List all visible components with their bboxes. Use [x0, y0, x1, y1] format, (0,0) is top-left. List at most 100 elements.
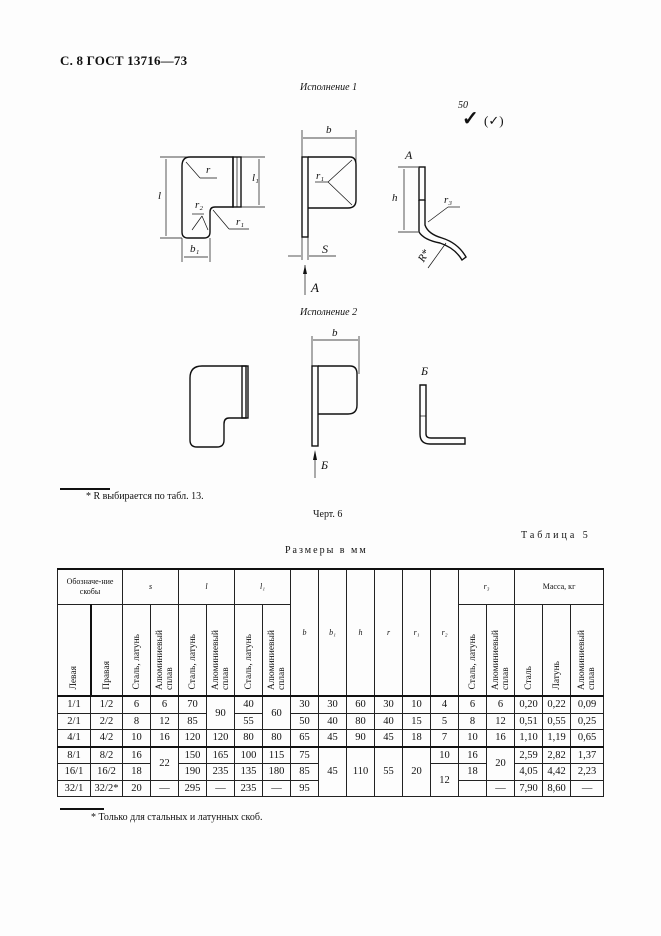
cell-h: 110 — [346, 745, 376, 797]
table-footnote-rule — [60, 808, 104, 810]
cell-s-al: — — [150, 779, 180, 797]
view-a-label: А — [311, 280, 319, 295]
th-r3-al: Алюминиевый сплав — [490, 629, 511, 690]
technical-drawing — [160, 130, 467, 478]
table-row: 4/1 4/2 10 16 120 120 80 80 65 45 90 45 … — [57, 729, 605, 747]
cell-mass-al: 0,25 — [570, 712, 605, 730]
th-mass: Масса, кг — [514, 568, 605, 605]
th-mass-steel: Сталь — [523, 666, 534, 690]
th-l: l — [178, 568, 236, 605]
cell-l-steel: 85 — [178, 712, 208, 730]
dim-r2: r₂ — [195, 199, 204, 211]
dim-b1: b₁ — [190, 243, 200, 255]
cell-mass-brass: 0,55 — [542, 712, 572, 730]
cell-b: 75 — [290, 745, 320, 764]
roughness-paren: (✓) — [484, 113, 504, 128]
cell-r2: 10 — [430, 745, 460, 764]
cell-mass-al: 0,09 — [570, 695, 605, 714]
cell-left: 1/1 — [57, 695, 91, 714]
cell-left: 8/1 — [57, 745, 91, 764]
cell-l-al: 235 — [206, 763, 236, 781]
th-r3-steel: Сталь, латунь — [467, 634, 478, 690]
th-r3: r₃ — [458, 568, 516, 605]
th-right: Правая — [101, 661, 112, 690]
cell-mass-al: 0,65 — [570, 729, 605, 747]
dim-r1-mid: r₁ — [316, 170, 325, 182]
footnote-rule — [60, 488, 110, 490]
cell-left: 4/1 — [57, 729, 91, 747]
figure-caption: Черт. 6 — [313, 509, 343, 520]
cell-s-al: 6 — [150, 695, 180, 714]
cell-l1-steel: 55 — [234, 712, 264, 730]
th-b1: b₁ — [318, 568, 348, 697]
cell-s-steel: 20 — [122, 779, 152, 797]
cell-s-steel: 18 — [122, 763, 152, 781]
cell-l1-al: — — [262, 779, 292, 797]
cell-l-al: 120 — [206, 729, 236, 747]
cell-r3-steel — [458, 779, 488, 797]
table-row: 1/1 1/2 6 6 70 90 40 60 30 30 60 30 10 4… — [57, 695, 605, 730]
cell-right: 32/2* — [89, 779, 124, 797]
cell-r2: 5 — [430, 712, 460, 730]
cell-b1: 45 — [318, 745, 348, 797]
cell-r3-steel: 18 — [458, 763, 488, 781]
cell-r: 45 — [374, 729, 404, 747]
cell-r2: 7 — [430, 729, 460, 747]
variant1-title: Исполнение 1 — [300, 82, 358, 93]
cell-mass-brass: 1,19 — [542, 729, 572, 747]
th-left: Левая — [68, 666, 79, 690]
cell-mass-brass: 0,22 — [542, 695, 572, 714]
cell-s-al: 22 — [150, 745, 180, 781]
variant2-title: Исполнение 2 — [300, 307, 358, 318]
cell-r3-steel: 16 — [458, 745, 488, 764]
cell-s-steel: 16 — [122, 745, 152, 764]
table-label: Таблица 5 — [521, 530, 591, 541]
cell-h: 80 — [346, 712, 376, 730]
cell-mass-brass: 4,42 — [542, 763, 572, 781]
cell-mass-steel: 0,20 — [514, 695, 544, 714]
cell-l-steel: 150 — [178, 745, 208, 764]
th-l1-steel: Сталь, латунь — [243, 634, 254, 690]
cell-l1-al: 60 — [262, 695, 292, 730]
view-b-title: Б — [421, 364, 429, 378]
dim-s: S — [322, 242, 328, 256]
cell-mass-brass: 8,60 — [542, 779, 572, 797]
roughness-value: 50 — [458, 100, 468, 111]
cell-r: 40 — [374, 712, 404, 730]
th-mass-al: Алюминиевый сплав — [577, 629, 598, 690]
cell-r3-al: 16 — [486, 729, 516, 747]
cell-s-steel: 10 — [122, 729, 152, 747]
cell-l-steel: 120 — [178, 729, 208, 747]
cell-mass-steel: 7,90 — [514, 779, 544, 797]
th-s: s — [122, 568, 180, 605]
th-l-steel: Сталь, латунь — [187, 634, 198, 690]
cell-s-al: 16 — [150, 729, 180, 747]
cell-mass-steel: 1,10 — [514, 729, 544, 747]
cell-l1-steel: 100 — [234, 745, 264, 764]
cell-b: 30 — [290, 695, 320, 714]
cell-r: 55 — [374, 745, 404, 797]
cell-h: 90 — [346, 729, 376, 747]
cell-b1: 45 — [318, 729, 348, 747]
cell-s-steel: 6 — [122, 695, 152, 714]
cell-l-al: — — [206, 779, 236, 797]
cell-mass-al: 1,37 — [570, 745, 605, 764]
dim-l: l — [158, 190, 162, 202]
cell-right: 8/2 — [89, 745, 124, 764]
cell-l1-al: 180 — [262, 763, 292, 781]
cell-b: 65 — [290, 729, 320, 747]
cell-b: 50 — [290, 712, 320, 730]
cell-right: 16/2 — [89, 763, 124, 781]
table-row: 8/1 8/2 16 22 150 165 100 115 75 45 110 … — [57, 745, 605, 797]
cell-r3-al: 6 — [486, 695, 516, 714]
page-header: С. 8 ГОСТ 13716—73 — [60, 53, 188, 68]
cell-r3-steel: 8 — [458, 712, 488, 730]
th-s-steel: Сталь, латунь — [131, 634, 142, 690]
th-h: h — [346, 568, 376, 697]
cell-l-al: 90 — [206, 695, 236, 730]
dim-l1: l₁ — [252, 172, 259, 184]
th-l-al: Алюминиевый сплав — [210, 629, 231, 690]
cell-r3-steel: 6 — [458, 695, 488, 714]
drawing-footnote: * R выбирается по табл. 13. — [86, 491, 204, 502]
cell-l1-steel: 135 — [234, 763, 264, 781]
